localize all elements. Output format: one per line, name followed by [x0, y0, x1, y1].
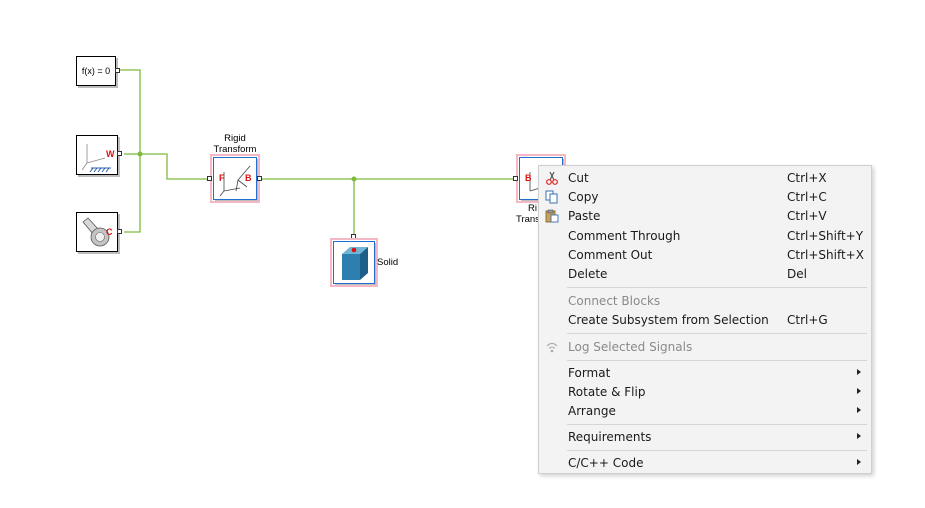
rigid-transform-icon — [219, 165, 251, 197]
rigid-transform-title-line1: Rigid — [224, 133, 246, 144]
wifi-signal-icon — [546, 342, 558, 353]
menu-item-label: Cut — [568, 171, 589, 185]
menu-item-label: Format — [568, 366, 611, 380]
wrench-icon — [82, 217, 110, 247]
solid-label: Solid — [377, 257, 399, 268]
mechanism-configuration-block[interactable]: C — [76, 212, 118, 252]
copy-icon — [545, 190, 558, 204]
menu-item-shortcut: Ctrl+C — [787, 190, 827, 204]
menu-item-label: Create Subsystem from Selection — [568, 313, 769, 327]
menu-item-arrange[interactable]: Arrange — [539, 402, 871, 421]
menu-separator — [567, 424, 867, 425]
rt2-title-line1: Ri — [528, 203, 537, 214]
submenu-arrow-icon — [857, 388, 861, 394]
menu-item-label: Comment Through — [568, 229, 681, 243]
menu-item-comment-through[interactable]: Comment Through Ctrl+Shift+Y — [539, 227, 871, 246]
menu-item-comment-out[interactable]: Comment Out Ctrl+Shift+X — [539, 246, 871, 265]
menu-item-connect-blocks[interactable]: Connect Blocks — [539, 292, 871, 311]
rigid-transform-block[interactable]: F B — [210, 154, 260, 203]
menu-item-paste[interactable]: Paste Ctrl+V — [539, 207, 871, 226]
menu-item-c-cpp-code[interactable]: C/C++ Code — [539, 454, 871, 473]
junction-dot — [351, 176, 357, 182]
solver-configuration-block[interactable]: f(x) = 0 — [76, 56, 116, 86]
rt2-port[interactable] — [513, 176, 518, 181]
world-port[interactable] — [117, 151, 122, 156]
menu-item-log-selected-signals[interactable]: Log Selected Signals — [539, 338, 871, 357]
world-port-label: W — [106, 149, 115, 159]
constraint-port[interactable] — [115, 68, 120, 73]
menu-item-create-subsystem[interactable]: Create Subsystem from Selection Ctrl+G — [539, 311, 871, 330]
menu-separator — [567, 360, 867, 361]
menu-item-shortcut: Ctrl+G — [787, 313, 828, 327]
junction-dot — [137, 151, 143, 157]
rt-port-f-label: F — [219, 173, 225, 183]
menu-item-shortcut: Ctrl+V — [787, 209, 827, 223]
paste-icon — [545, 209, 559, 223]
menu-item-format[interactable]: Format — [539, 364, 871, 383]
config-port[interactable] — [117, 229, 122, 234]
rt2-port-b-label: B — [525, 173, 532, 183]
menu-separator — [567, 333, 867, 334]
submenu-arrow-icon — [857, 433, 861, 439]
menu-item-shortcut: Ctrl+X — [787, 171, 827, 185]
menu-item-requirements[interactable]: Requirements — [539, 428, 871, 447]
world-frame-icon — [81, 144, 111, 173]
solid-port[interactable] — [351, 234, 356, 239]
menu-item-label: Requirements — [568, 430, 652, 444]
connection-constraint — [117, 69, 141, 233]
context-menu: Cut Ctrl+X Copy Ctrl+C Paste Ctrl+V Comm… — [538, 165, 872, 474]
menu-item-label: Paste — [568, 209, 601, 223]
solid-cube-icon — [342, 247, 368, 280]
menu-item-shortcut: Ctrl+Shift+X — [787, 248, 864, 262]
menu-item-shortcut: Del — [787, 267, 807, 281]
menu-item-shortcut: Ctrl+Shift+Y — [787, 229, 864, 243]
submenu-arrow-icon — [857, 407, 861, 413]
menu-item-copy[interactable]: Copy Ctrl+C — [539, 188, 871, 207]
constraint-label: f(x) = 0 — [81, 66, 111, 76]
rigid-transform-title-line2: Transform — [213, 144, 257, 155]
rt2-title-line2: Trans — [516, 214, 540, 225]
scissors-icon — [546, 171, 558, 185]
menu-item-label: Connect Blocks — [568, 294, 661, 308]
menu-item-label: Comment Out — [568, 248, 653, 262]
menu-item-rotate-flip[interactable]: Rotate & Flip — [539, 383, 871, 402]
connection-to-rigid-transform — [140, 153, 208, 180]
rt-port-f[interactable] — [207, 176, 212, 181]
rigid-transform-title: Rigid Transform — [205, 133, 265, 155]
rt-port-b-label: B — [245, 173, 252, 183]
menu-item-label: Rotate & Flip — [568, 385, 646, 399]
world-frame-block[interactable]: W — [76, 135, 118, 175]
submenu-arrow-icon — [857, 459, 861, 465]
menu-item-label: Delete — [568, 267, 608, 281]
config-port-label: C — [106, 227, 113, 237]
submenu-arrow-icon — [857, 369, 861, 375]
menu-item-label: Arrange — [568, 404, 616, 418]
menu-item-label: Copy — [568, 190, 599, 204]
menu-separator — [567, 287, 867, 288]
menu-item-label: C/C++ Code — [568, 456, 644, 470]
rt-port-b[interactable] — [257, 176, 262, 181]
menu-item-delete[interactable]: Delete Del — [539, 265, 871, 284]
menu-item-cut[interactable]: Cut Ctrl+X — [539, 169, 871, 188]
menu-separator — [567, 450, 867, 451]
solid-block[interactable] — [330, 238, 378, 287]
menu-item-label: Log Selected Signals — [568, 340, 693, 354]
